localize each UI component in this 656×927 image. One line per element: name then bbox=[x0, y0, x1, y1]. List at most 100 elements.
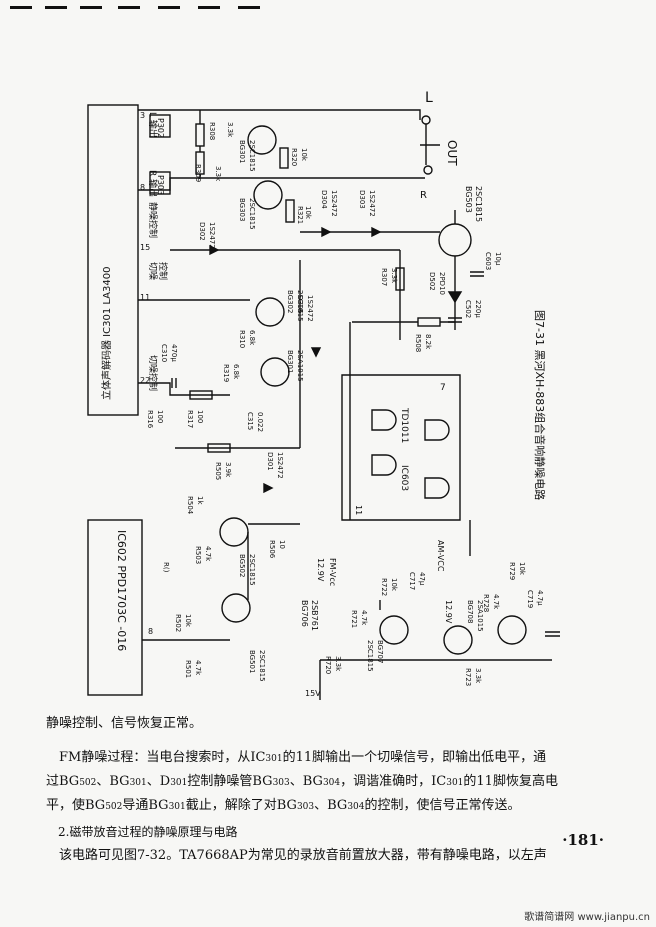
jack-r bbox=[423, 165, 433, 175]
ic603-label: IC603 bbox=[399, 465, 409, 491]
r729-label: R729 bbox=[508, 562, 516, 580]
gate-2 bbox=[371, 454, 397, 476]
pin-label-switch: 切噪 bbox=[147, 262, 158, 280]
r502-label: R502 bbox=[174, 614, 182, 632]
c315-label: C315 bbox=[246, 412, 254, 430]
r321-label: R321 bbox=[296, 206, 304, 224]
header-rule bbox=[45, 6, 67, 9]
transistor-bg707 bbox=[379, 615, 409, 645]
c502-label: C502 bbox=[464, 300, 472, 318]
pin-15: 15 bbox=[140, 243, 150, 252]
am-vcc-label: AM-VCC bbox=[436, 540, 445, 572]
wire-r505 bbox=[175, 260, 301, 449]
d304-type: 1S2472 bbox=[330, 190, 338, 217]
pin-label-control: 控制 bbox=[157, 262, 169, 280]
pin-22: 22 bbox=[140, 376, 150, 385]
ic602-block bbox=[87, 519, 143, 696]
c603-value: 10μ bbox=[494, 252, 502, 266]
c310-value: 470μ bbox=[170, 344, 178, 362]
d502-label: D502 bbox=[428, 272, 436, 291]
bg502-label: BG502 bbox=[238, 554, 246, 577]
bg303-type: 2SC1815 bbox=[248, 198, 256, 230]
td1011-label: TD1011 bbox=[399, 407, 409, 443]
d305-type: 1S2472 bbox=[306, 295, 314, 322]
r308-value: 3.3k bbox=[226, 122, 234, 138]
r309-value: 3.3k bbox=[214, 166, 222, 182]
r308-resistor bbox=[195, 123, 205, 147]
p303-label: P303 bbox=[156, 175, 165, 195]
diode-d502 bbox=[447, 291, 463, 304]
c603-label: C603 bbox=[484, 252, 492, 270]
header-rule bbox=[10, 6, 32, 9]
pin-11: 11 bbox=[140, 293, 150, 302]
bg304-label: BG301 bbox=[238, 140, 246, 163]
header-rule bbox=[198, 6, 220, 9]
r721-value: 4.7k bbox=[360, 610, 368, 626]
r310-value: 6.8k bbox=[248, 330, 256, 346]
c502-value: 220μ bbox=[474, 300, 482, 318]
c719-label: C719 bbox=[526, 590, 534, 608]
r723-label: R723 bbox=[464, 668, 472, 686]
bg707-type: 2SC1815 bbox=[366, 640, 374, 672]
r308-label: R308 bbox=[208, 122, 216, 140]
pin-8: 8 bbox=[140, 183, 145, 192]
r505-resistor bbox=[207, 443, 231, 453]
r501-value: 4.7k bbox=[194, 660, 202, 676]
pin-label-mute: 静噪控制 bbox=[147, 202, 159, 238]
transistor-bg302 bbox=[255, 297, 285, 327]
d304-label: D304 bbox=[320, 190, 328, 209]
transistor-bg503 bbox=[438, 223, 472, 257]
r321-resistor bbox=[285, 199, 295, 223]
bg303-label: BG303 bbox=[238, 198, 246, 221]
r501-label: R501 bbox=[184, 660, 192, 678]
r723-value: 3.3k bbox=[474, 668, 482, 684]
p302-box bbox=[149, 114, 171, 138]
r505-label: R505 bbox=[214, 462, 222, 480]
ic301-label: 立体声解码器 IC301 LA3400 bbox=[100, 267, 113, 400]
d302-type: 1S2472 bbox=[208, 222, 216, 249]
gate-1 bbox=[371, 409, 397, 431]
wire-bottom-rail bbox=[319, 520, 552, 700]
rq-label: R() bbox=[162, 562, 170, 573]
wire-pin22 bbox=[138, 382, 230, 396]
text-line-1: 静噪控制、信号恢复正常。 bbox=[46, 716, 203, 731]
bg706-label: BG706 bbox=[300, 600, 309, 627]
r503-label: R503 bbox=[194, 546, 202, 564]
pin-7-label: 7 bbox=[440, 383, 446, 393]
gate-4 bbox=[424, 477, 450, 499]
diode-d305 bbox=[310, 347, 322, 358]
v15-label: 15V bbox=[305, 689, 321, 698]
r316-value: 100 bbox=[156, 410, 164, 423]
text-line-5: 该电路可见图7-32。TA7668AP为常见的录放音前置放大器，带有静噪电路，以… bbox=[59, 848, 547, 863]
p303-box bbox=[149, 171, 171, 195]
r319-label: R319 bbox=[222, 364, 230, 382]
v129-label: 12.9V bbox=[316, 558, 325, 582]
bg301-label: BG301 bbox=[286, 350, 294, 373]
r307-value: 3.3k bbox=[390, 268, 398, 284]
logic-ic-enclosure bbox=[341, 374, 461, 521]
bg501-label: BG501 bbox=[248, 650, 256, 673]
r502-value: 10k bbox=[184, 614, 192, 628]
transistor-bg708 bbox=[443, 625, 473, 655]
r721-label: R721 bbox=[350, 610, 358, 628]
r728-label: R728 bbox=[482, 594, 490, 612]
wire-rout bbox=[138, 177, 425, 191]
r317-resistor bbox=[189, 390, 213, 400]
r307-label: R307 bbox=[380, 268, 388, 286]
r729-value: 10k bbox=[518, 562, 526, 576]
wire-bg502 bbox=[247, 523, 300, 600]
d303-type: 1S2472 bbox=[368, 190, 376, 217]
r317-label: R317 bbox=[186, 410, 194, 428]
pin-label-switchctrl: 切噪控制 bbox=[147, 355, 159, 391]
r506-value: 10 bbox=[278, 540, 286, 549]
d302-label: D302 bbox=[198, 222, 206, 241]
r722-value: 10k bbox=[390, 578, 398, 592]
pin-2: 3 bbox=[140, 111, 145, 120]
gate-3 bbox=[424, 419, 450, 441]
header-rule bbox=[158, 6, 180, 9]
ic602-label: IC602 PPD1703C -016 bbox=[115, 530, 128, 651]
r720-label: R720 bbox=[324, 656, 332, 674]
r316-label: R316 bbox=[146, 410, 154, 429]
transistor-bg709 bbox=[497, 615, 527, 645]
bg502-type: 2SC1815 bbox=[248, 554, 256, 586]
